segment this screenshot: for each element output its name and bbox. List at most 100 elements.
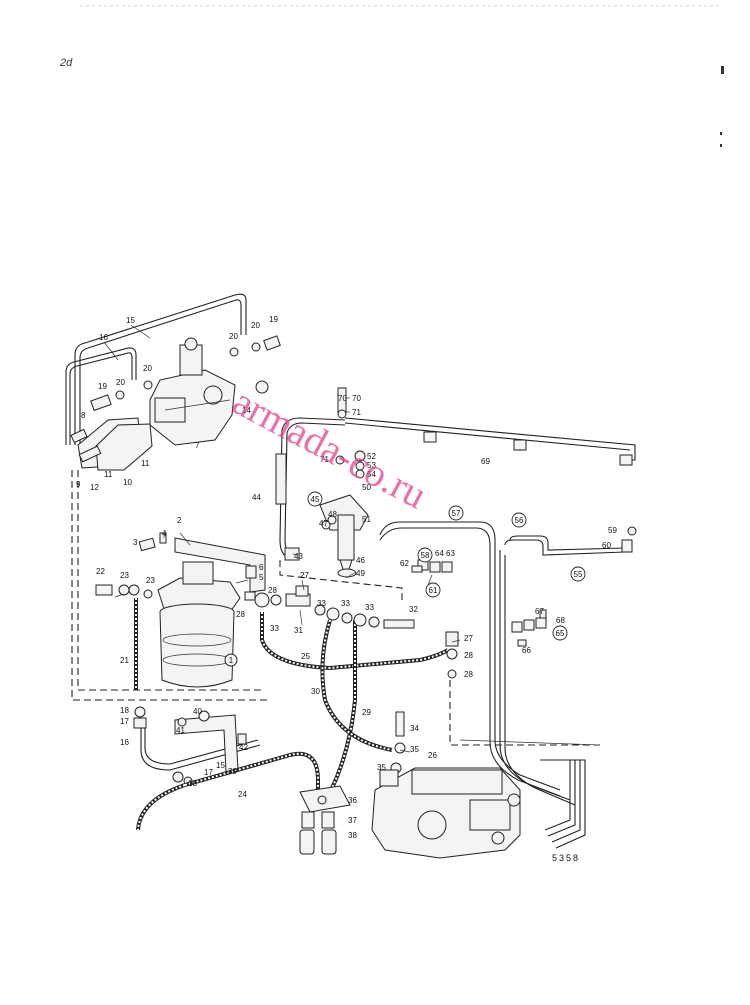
label-10: 10	[123, 478, 132, 487]
leakoff-nipple-2	[513, 439, 527, 451]
filter-bowl	[159, 611, 235, 688]
scan-mark	[720, 144, 722, 147]
label-52: 52	[367, 452, 376, 461]
label-6: 6	[259, 563, 264, 572]
clamp-65c	[535, 617, 547, 629]
label-24: 24	[238, 790, 247, 799]
label-69: 69	[481, 457, 490, 466]
pipe-run	[540, 759, 571, 831]
screw-5	[245, 565, 257, 579]
leakoff-assembly	[275, 387, 637, 647]
label-33: 33	[270, 624, 279, 633]
injection-pump-26	[371, 767, 521, 859]
label-18: 18	[120, 706, 129, 715]
label-51: 51	[362, 515, 371, 524]
injector-50	[337, 514, 355, 561]
label-9: 9	[76, 480, 81, 489]
fitting-38	[299, 829, 315, 855]
label-26: 26	[428, 751, 437, 760]
callout-circle-56	[511, 512, 527, 528]
pipe-15-inner	[79, 299, 242, 445]
leak-off-pipe-69b	[344, 422, 631, 451]
label-25: 25	[301, 652, 310, 661]
hose-44	[275, 453, 287, 505]
clamp-65b	[523, 619, 535, 631]
pump-flange	[154, 397, 186, 423]
bolt-12	[78, 445, 102, 463]
banjo-33c	[353, 613, 367, 627]
leader-lines	[103, 324, 461, 753]
label-33: 33	[317, 599, 326, 608]
callout-labels: 15 16 20 20 19 20 20 19 14 8 7 11 11 10 …	[76, 315, 617, 840]
pipe-16-lower-inner	[144, 728, 259, 765]
pump-outlet	[507, 793, 521, 807]
callout-circle-45	[307, 491, 323, 507]
label-2: 2	[177, 516, 182, 525]
pump-drive	[417, 810, 447, 840]
clip-40	[198, 710, 210, 722]
callout-circle-61	[425, 582, 441, 598]
label-45: 45	[311, 495, 320, 504]
label-71: 71	[320, 455, 329, 464]
label-40: 40	[193, 707, 202, 716]
hose-30	[320, 619, 393, 752]
callout-circle-58	[417, 547, 433, 563]
filter-ring	[162, 633, 232, 647]
label-48: 48	[328, 510, 337, 519]
label-5: 5	[259, 573, 264, 582]
pipe-15	[74, 293, 247, 445]
callout-circle-65	[552, 625, 568, 641]
label-15: 15	[126, 316, 135, 325]
label-16: 16	[99, 333, 108, 342]
clamp-64	[429, 561, 441, 573]
fitting-row	[254, 585, 415, 629]
label-63: 63	[446, 549, 455, 558]
label-28: 28	[268, 586, 277, 595]
label-64: 64	[435, 549, 444, 558]
label-18: 18	[188, 779, 197, 788]
washer-23b	[143, 589, 153, 599]
washer-41	[177, 717, 187, 727]
label-23: 23	[120, 571, 129, 580]
label-12: 12	[90, 483, 99, 492]
leakoff-nipple	[423, 431, 437, 443]
leakoff-nipple-3	[619, 454, 633, 466]
pipe-56b	[504, 555, 576, 806]
label-55: 55	[574, 570, 583, 579]
label-35: 35	[410, 745, 419, 754]
washer-33b	[341, 612, 353, 624]
figure-number: 5358	[552, 853, 580, 863]
label-65: 65	[556, 629, 565, 638]
label-11: 11	[141, 459, 150, 468]
label-47: 47	[319, 519, 328, 528]
label-58: 58	[421, 551, 430, 560]
nut-17	[172, 771, 184, 783]
pump-detail	[164, 399, 231, 411]
bolt-9	[70, 428, 88, 444]
label-20: 20	[229, 332, 238, 341]
label-68: 68	[556, 616, 565, 625]
banjo-bolt-27	[445, 631, 459, 647]
fitting-37	[301, 811, 315, 829]
label-8: 8	[81, 411, 86, 420]
washer-71b	[335, 455, 345, 465]
label-70: 70	[352, 394, 361, 403]
washer-48	[327, 515, 337, 525]
label-19: 19	[98, 382, 107, 391]
label-60: 60	[602, 541, 611, 550]
bolt-32	[383, 619, 415, 629]
pipe-16	[65, 347, 137, 445]
page-note: 2d	[59, 57, 73, 69]
leak-line-dashed	[279, 560, 403, 600]
hose-25-braid	[261, 612, 449, 670]
pump-top-plate	[411, 769, 503, 795]
label-71: 71	[352, 408, 361, 417]
nut-27	[295, 585, 309, 597]
return-line-dashed-2	[77, 470, 265, 691]
label-20: 20	[116, 378, 125, 387]
label-59: 59	[608, 526, 617, 535]
scan-mark	[720, 132, 722, 135]
label-38: 38	[348, 831, 357, 840]
label-53: 53	[367, 461, 376, 470]
